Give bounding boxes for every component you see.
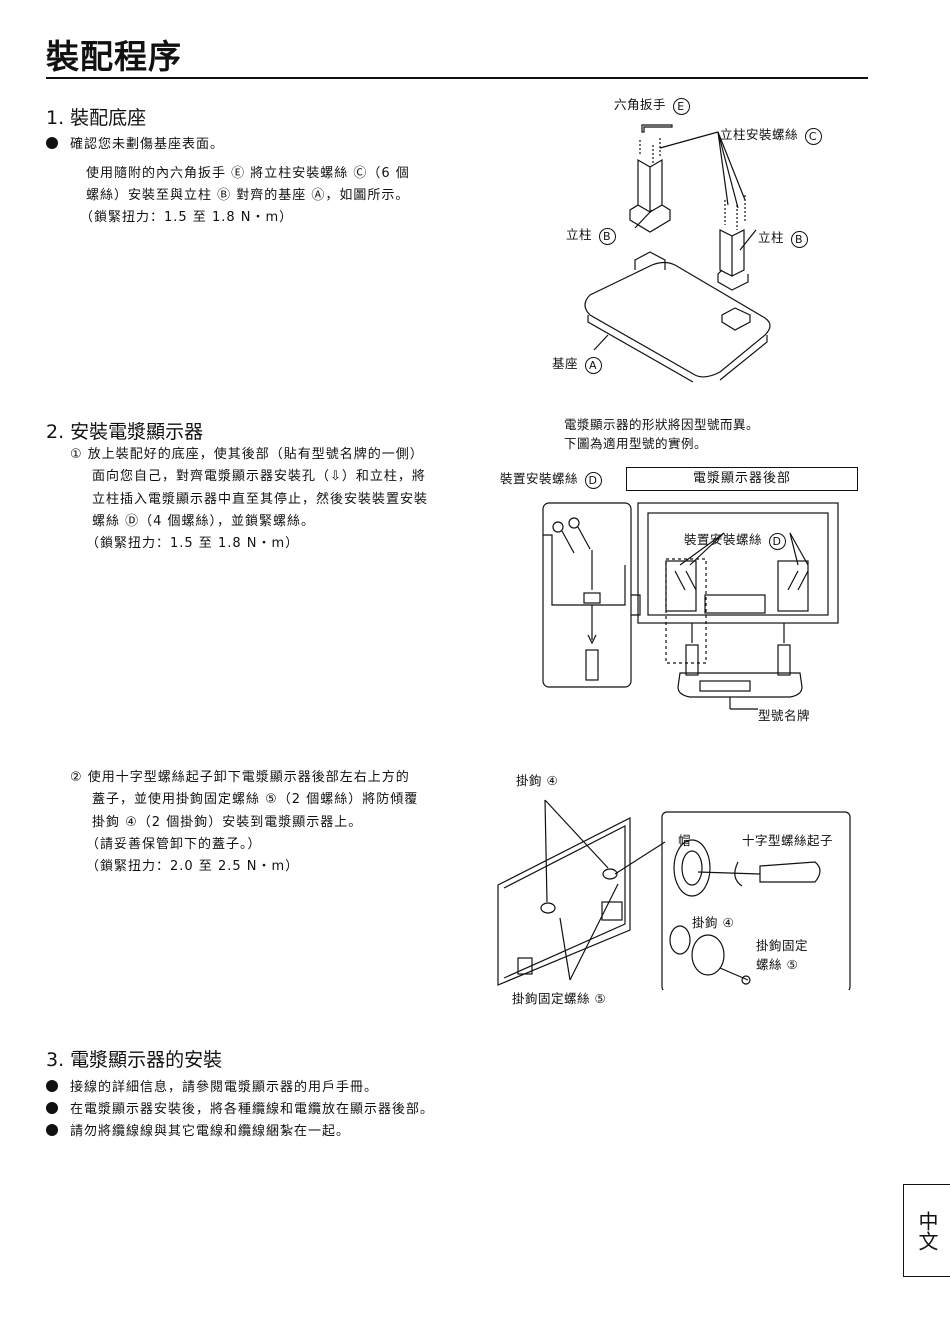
- fig2-device-screw-inner-label: 裝置安裝螺絲 D: [684, 529, 788, 550]
- fig3-hook-screw-label: 掛鉤固定螺絲 ⑤: [512, 991, 607, 1006]
- section2-note-line2: 下圖為適用型號的實例。: [564, 436, 708, 451]
- section1-para-line1: 使用隨附的內六角扳手 Ⓔ 將立柱安裝螺絲 Ⓒ（6 個: [86, 166, 410, 181]
- fig1-post-right-label: 立柱 B: [758, 227, 810, 248]
- wrench-icon: [641, 124, 673, 133]
- section2-heading: 2. 安裝電漿顯示器: [46, 421, 204, 443]
- step2-line4: （請妥善保管卸下的蓋子。）: [86, 837, 262, 852]
- section3-bullet-3: 請勿將纜線線與其它電線和纜線綑紮在一起。: [46, 1120, 350, 1139]
- bullet-dot-icon: [46, 1080, 58, 1092]
- bullet-dot-icon: [46, 137, 58, 149]
- step1-line4: 螺絲 Ⓓ（4 個螺絲），並鎖緊螺絲。: [92, 514, 316, 529]
- section1-para-line3: （鎖緊扭力：1.5 至 1.8 N・m）: [80, 210, 294, 225]
- section2-note-line1: 電漿顯示器的形狀將因型號而異。: [564, 417, 760, 432]
- step2-line3: 掛鉤 ④（2 個掛鉤）安裝到電漿顯示器上。: [92, 815, 363, 830]
- section1-para-line2: 螺絲）安裝至與立柱 Ⓑ 對齊的基座 Ⓐ，如圖所示。: [86, 188, 410, 203]
- letter-b-icon: B: [790, 231, 808, 248]
- fig3-fix-line2: 螺絲 ⑤: [756, 957, 799, 972]
- step1-line5: （鎖緊扭力：1.5 至 1.8 N・m）: [86, 536, 300, 551]
- letter-c-icon: C: [804, 128, 822, 145]
- section3-heading: 3. 電漿顯示器的安裝: [46, 1049, 223, 1071]
- fig3-cap-label: 帽: [678, 833, 692, 848]
- hook-install-diagram: [497, 799, 851, 990]
- section3-bullet-1: 接線的詳細信息，請參閱電漿顯示器的用戶手冊。: [46, 1076, 378, 1095]
- section1-heading: 1. 裝配底座: [46, 107, 147, 129]
- fig1-screws-label: 立柱安裝螺絲 C: [720, 124, 824, 145]
- side-tab-label: 中文: [915, 1210, 939, 1251]
- fig2-device-screw-label: 裝置安裝螺絲 D: [500, 468, 604, 489]
- step1-line3: 立柱插入電漿顯示器中直至其停止，然後安裝裝置安裝: [92, 492, 429, 507]
- step1-line2: 面向您自己，對齊電漿顯示器安裝孔（⇩）和立柱，將: [92, 469, 426, 484]
- fig1-base-label: 基座 A: [552, 353, 604, 374]
- step2-line5: （鎖緊扭力：2.0 至 2.5 N・m）: [86, 859, 300, 874]
- section1-bullet: 確認您未劃傷基座表面。: [46, 133, 224, 152]
- step2-line2: 蓋子，並使用掛鉤固定螺絲 ⑤（2 個螺絲）將防傾覆: [92, 792, 419, 807]
- language-side-tab: 中文: [903, 1184, 950, 1277]
- fig3-hook-inset-label: 掛鉤 ④: [692, 915, 735, 930]
- fig3-hook-label: 掛鉤 ④: [516, 773, 559, 788]
- letter-d-icon: D: [768, 533, 786, 550]
- bullet-dot-icon: [46, 1124, 58, 1136]
- fig1-wrench-label: 六角扳手 E: [614, 94, 692, 115]
- section1-bullet-text: 確認您未劃傷基座表面。: [70, 137, 225, 152]
- page-title: 裝配程序: [46, 37, 182, 76]
- display-mount-diagram: [542, 502, 839, 710]
- step2-line1: ② 使用十字型螺絲起子卸下電漿顯示器後部左右上方的: [70, 770, 410, 785]
- fig2-nameplate-label: 型號名牌: [758, 708, 811, 723]
- fig1-post-left-label: 立柱 B: [566, 224, 618, 245]
- section3-bullet-2: 在電漿顯示器安裝後，將各種纜線和電纜放在顯示器後部。: [46, 1098, 434, 1117]
- fig3-fix-line1: 掛鉤固定: [756, 938, 809, 953]
- rear-label-box: 電漿顯示器後部: [626, 467, 858, 491]
- bullet-dot-icon: [46, 1102, 58, 1114]
- title-rule: [46, 77, 868, 79]
- letter-e-icon: E: [672, 98, 690, 115]
- letter-a-icon: A: [584, 357, 602, 374]
- step1-line1: ① 放上裝配好的底座，使其後部（貼有型號名牌的一側）: [70, 447, 424, 462]
- letter-b-icon: B: [598, 228, 616, 245]
- fig3-screwdriver-label: 十字型螺絲起子: [742, 833, 834, 848]
- stand-assembly-diagram: [584, 124, 771, 383]
- letter-d-icon: D: [584, 472, 602, 489]
